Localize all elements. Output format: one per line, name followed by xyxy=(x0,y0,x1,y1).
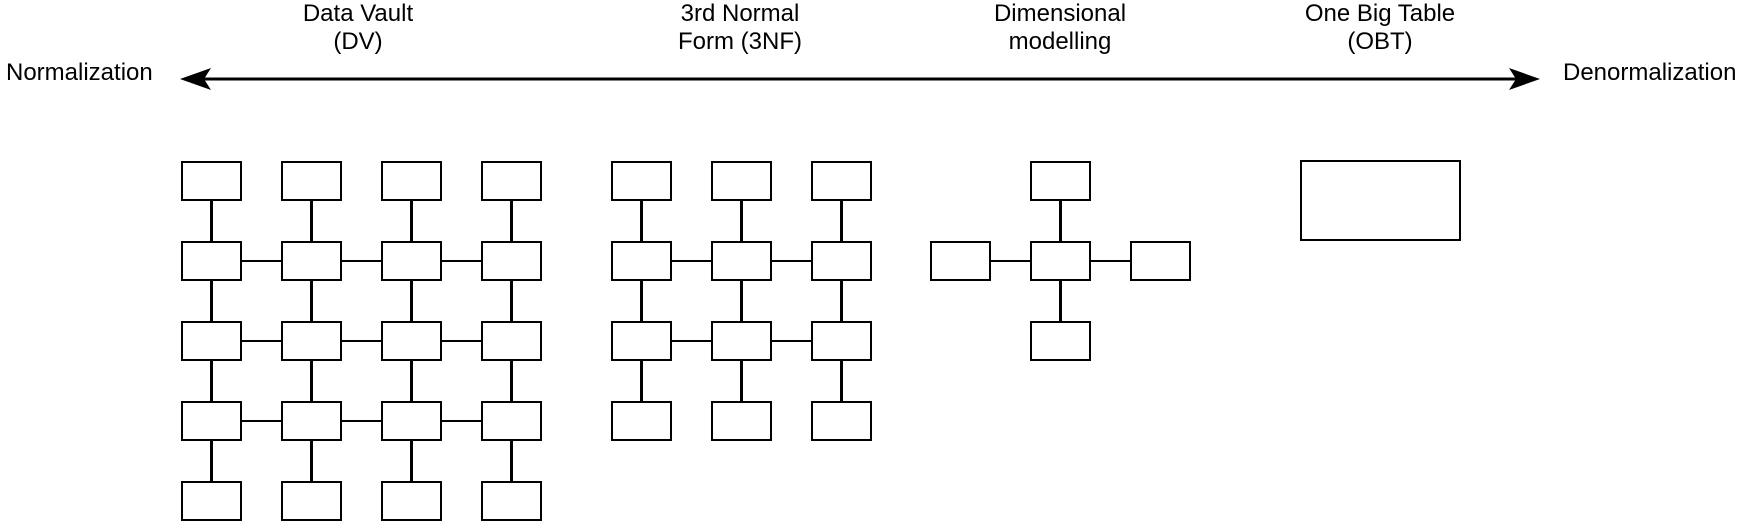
approach-label-line2: modelling xyxy=(1008,28,1112,55)
relationship-connector xyxy=(840,201,843,241)
relationship-connector xyxy=(342,339,381,343)
relationship-connector xyxy=(510,281,513,321)
relationship-connector xyxy=(210,361,213,401)
relationship-connector xyxy=(310,281,313,321)
table-box xyxy=(181,321,242,361)
relationship-connector xyxy=(1059,201,1062,241)
axis-left-label: Normalization xyxy=(6,59,153,86)
table-box xyxy=(381,401,442,441)
table-box xyxy=(1030,241,1091,281)
relationship-connector xyxy=(310,361,313,401)
relationship-connector xyxy=(672,339,711,343)
relationship-connector xyxy=(410,361,413,401)
relationship-connector xyxy=(1091,259,1130,263)
table-box xyxy=(611,401,672,441)
relationship-connector xyxy=(410,441,413,481)
relationship-connector xyxy=(242,339,281,343)
relationship-connector xyxy=(640,361,643,401)
relationship-connector xyxy=(310,441,313,481)
relationship-connector xyxy=(510,201,513,241)
relationship-connector xyxy=(410,281,413,321)
table-box xyxy=(181,161,242,201)
relationship-connector xyxy=(740,201,743,241)
table-box xyxy=(181,401,242,441)
relationship-connector xyxy=(442,259,481,263)
approach-label-dimensional: Dimensional modelling xyxy=(910,0,1210,56)
relationship-connector xyxy=(991,259,1030,263)
relationship-connector xyxy=(410,201,413,241)
table-box xyxy=(381,241,442,281)
approach-label-line1: Data Vault xyxy=(302,0,414,27)
table-box xyxy=(281,241,342,281)
table-box xyxy=(611,161,672,201)
table-box xyxy=(1300,160,1461,241)
table-box xyxy=(811,401,872,441)
table-box xyxy=(611,241,672,281)
relationship-connector xyxy=(442,339,481,343)
approach-label-line1: Dimensional xyxy=(993,0,1127,27)
table-box xyxy=(381,481,442,521)
relationship-connector xyxy=(342,259,381,263)
approach-label-line1: One Big Table xyxy=(1304,0,1456,27)
relationship-connector xyxy=(772,339,811,343)
relationship-connector xyxy=(310,201,313,241)
table-box xyxy=(930,241,991,281)
axis-right-label: Denormalization xyxy=(1563,59,1737,86)
relationship-connector xyxy=(242,259,281,263)
relationship-connector xyxy=(242,419,281,423)
table-box xyxy=(481,241,542,281)
table-box xyxy=(281,481,342,521)
table-box xyxy=(281,401,342,441)
relationship-connector xyxy=(210,201,213,241)
table-box xyxy=(481,401,542,441)
table-box xyxy=(381,321,442,361)
relationship-connector xyxy=(210,441,213,481)
approach-label-line1: 3rd Normal xyxy=(680,0,800,27)
approach-label-line2: Form (3NF) xyxy=(678,28,802,55)
relationship-connector xyxy=(210,281,213,321)
table-box xyxy=(711,321,772,361)
approach-label-one-big-table: One Big Table (OBT) xyxy=(1230,0,1530,56)
relationship-connector xyxy=(840,361,843,401)
table-box xyxy=(1130,241,1191,281)
table-box xyxy=(1030,161,1091,201)
table-box xyxy=(811,241,872,281)
table-box xyxy=(481,481,542,521)
table-box xyxy=(811,161,872,201)
relationship-connector xyxy=(1059,281,1062,321)
approach-label-line2: (DV) xyxy=(333,28,383,55)
relationship-connector xyxy=(640,201,643,241)
table-box xyxy=(381,161,442,201)
table-box xyxy=(481,321,542,361)
table-box xyxy=(1030,321,1091,361)
relationship-connector xyxy=(442,419,481,423)
table-box xyxy=(181,481,242,521)
relationship-connector xyxy=(510,361,513,401)
approach-label-line2: (OBT) xyxy=(1347,28,1413,55)
relationship-connector xyxy=(740,281,743,321)
table-box xyxy=(711,161,772,201)
table-box xyxy=(481,161,542,201)
table-box xyxy=(281,321,342,361)
relationship-connector xyxy=(342,419,381,423)
table-box xyxy=(811,321,872,361)
table-box xyxy=(711,401,772,441)
table-box xyxy=(281,161,342,201)
table-box xyxy=(611,321,672,361)
table-box xyxy=(181,241,242,281)
approach-label-data-vault: Data Vault (DV) xyxy=(208,0,508,56)
relationship-connector xyxy=(672,259,711,263)
relationship-connector xyxy=(840,281,843,321)
approach-label-third-normal-form: 3rd Normal Form (3NF) xyxy=(590,0,890,56)
relationship-connector xyxy=(510,441,513,481)
relationship-connector xyxy=(772,259,811,263)
relationship-connector xyxy=(740,361,743,401)
table-box xyxy=(711,241,772,281)
relationship-connector xyxy=(640,281,643,321)
